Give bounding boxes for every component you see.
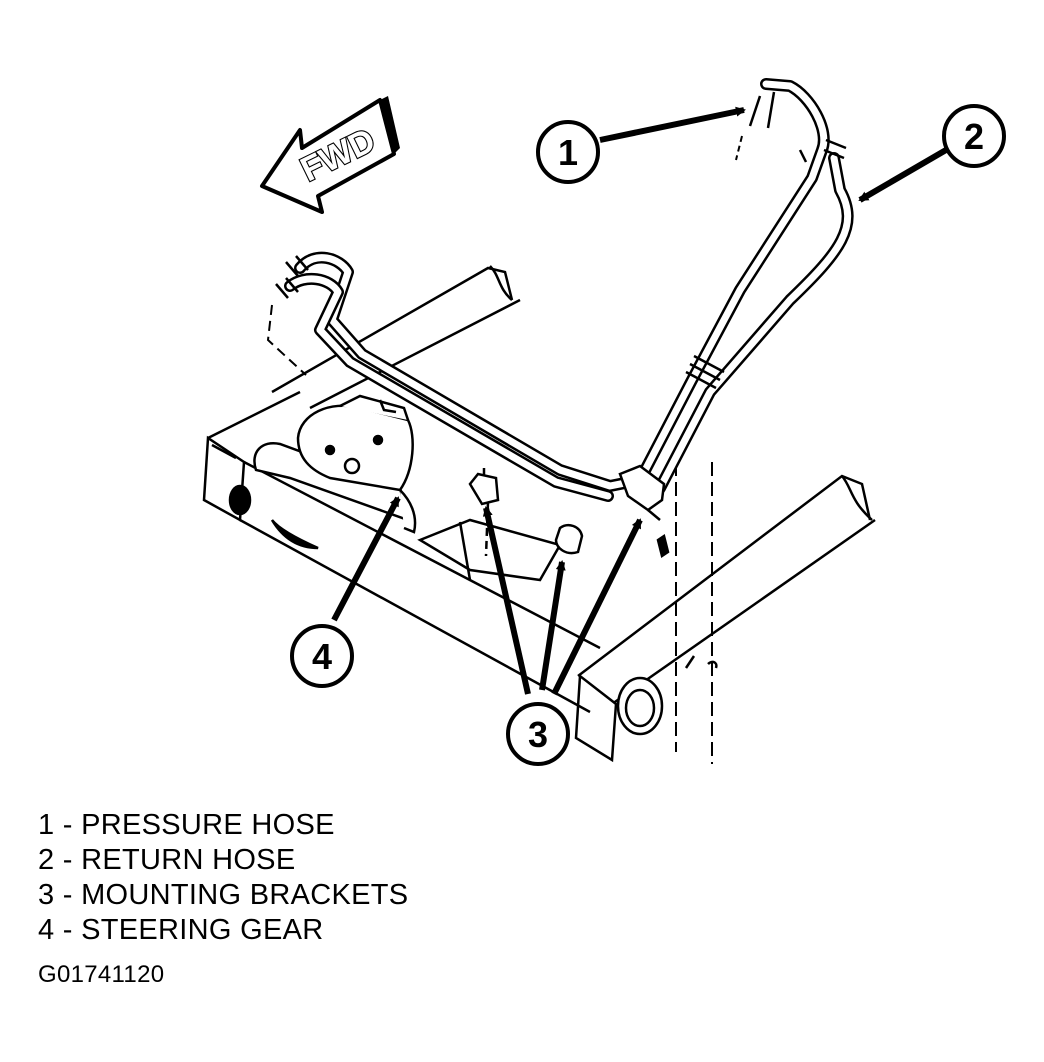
leader-arrows <box>331 106 948 696</box>
steering-hose-diagram: FWD <box>202 78 1006 766</box>
mounting-brackets <box>468 464 670 559</box>
legend-item-steering-gear: 4 - STEERING GEAR <box>38 914 324 946</box>
legend-item-return-hose: 2 - RETURN HOSE <box>38 844 296 876</box>
callout-2: 2 <box>942 104 1006 168</box>
callout-3: 3 <box>506 702 570 766</box>
hose-line-lower <box>266 251 646 502</box>
cross-member <box>202 390 601 714</box>
callout-4: 4 <box>290 624 354 688</box>
right-frame-rail <box>574 474 876 763</box>
svg-text:3: 3 <box>528 714 548 755</box>
leader-arrow-3b <box>539 560 566 691</box>
steering-gear <box>253 394 417 550</box>
legend-item-mounting-brackets: 3 - MOUNTING BRACKETS <box>38 879 409 911</box>
svg-text:4: 4 <box>312 636 332 677</box>
leader-arrow-3c <box>551 518 643 696</box>
fwd-arrow-icon: FWD <box>260 96 400 214</box>
svg-text:1: 1 <box>558 132 578 173</box>
side-rail-outline <box>675 462 713 764</box>
callout-1: 1 <box>536 120 600 184</box>
leader-arrow-4 <box>331 496 401 622</box>
leader-arrow-2 <box>858 147 948 203</box>
parts-legend: 1 - PRESSURE HOSE 2 - RETURN HOSE 3 - MO… <box>38 808 408 948</box>
rear-frame-rail <box>271 265 521 410</box>
svg-text:2: 2 <box>964 116 984 157</box>
legend-item-pressure-hose: 1 - PRESSURE HOSE <box>38 809 335 841</box>
figure-code: G01741120 <box>38 961 165 988</box>
leader-arrow-1 <box>599 106 746 143</box>
leader-arrow-3a <box>482 506 531 695</box>
hose-line-upper <box>634 78 854 494</box>
